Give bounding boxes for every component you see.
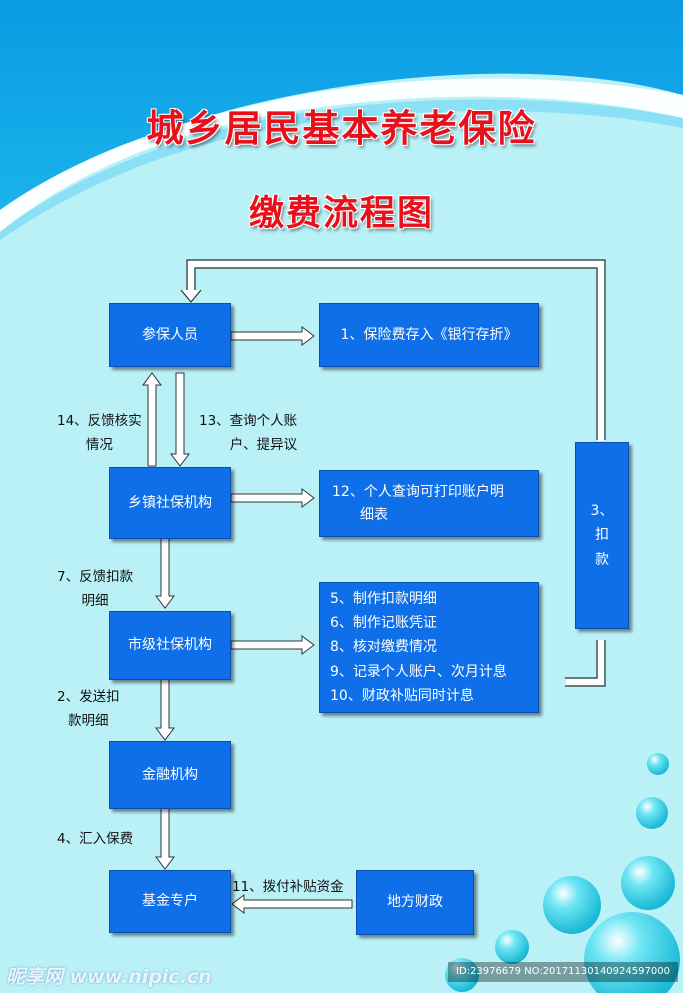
label-remit: 4、汇入保费 bbox=[57, 831, 134, 847]
city-task-item: 8、核对缴费情况 bbox=[330, 639, 437, 656]
node-finance: 金融机构 bbox=[109, 741, 231, 809]
node-city-label: 市级社保机构 bbox=[128, 637, 212, 654]
node-local-finance: 地方财政 bbox=[356, 870, 474, 935]
node-query-print: 12、个人查询可打印账户明 细表 bbox=[319, 470, 539, 537]
node-query-print-line1: 12、个人查询可打印账户明 bbox=[332, 484, 504, 501]
node-local-finance-label: 地方财政 bbox=[387, 894, 443, 911]
node-finance-label: 金融机构 bbox=[142, 766, 198, 783]
city-task-item: 9、记录个人账户、次月计息 bbox=[330, 663, 507, 680]
watermark-id: ID:23976679 NO:20171130140924597000 bbox=[448, 962, 678, 982]
label-feedback-deduct-line1: 7、反馈扣款 bbox=[57, 569, 134, 585]
label-send-deduct-line1: 2、发送扣 bbox=[57, 689, 120, 705]
node-fund-account: 基金专户 bbox=[109, 870, 231, 933]
page-title: 城乡居民基本养老保险 bbox=[146, 107, 537, 150]
label-feedback-deduct-line2: 明细 bbox=[81, 592, 109, 609]
page-subtitle: 缴费流程图 bbox=[248, 194, 434, 234]
node-township-label: 乡镇社保机构 bbox=[128, 494, 212, 511]
node-deduct-line1: 3、 bbox=[590, 502, 614, 519]
label-feedback-verify: 14、反馈核实 情况 bbox=[57, 410, 142, 457]
label-subsidy: 11、拨付补贴资金 bbox=[232, 879, 344, 895]
node-city: 市级社保机构 bbox=[109, 611, 231, 680]
node-deduct: 3、 扣 款 bbox=[575, 442, 629, 629]
node-deduct-line2: 扣 bbox=[594, 527, 609, 544]
label-query-account-line2: 户、提异议 bbox=[229, 436, 298, 453]
city-task-item: 6、制作记账凭证 bbox=[330, 615, 437, 632]
node-deposit: 1、保险费存入《银行存折》 bbox=[319, 303, 539, 367]
node-city-tasks: 5、制作扣款明细 6、制作记账凭证 8、核对缴费情况 9、记录个人账户、次月计息… bbox=[319, 582, 539, 713]
node-deduct-line3: 款 bbox=[594, 551, 609, 568]
node-fund-account-label: 基金专户 bbox=[142, 893, 198, 910]
watermark-logo: 昵享网 www.nipic.cn bbox=[6, 966, 212, 988]
city-task-item: 10、财政补贴同时计息 bbox=[330, 687, 474, 704]
bubble-decoration bbox=[445, 753, 680, 993]
label-feedback-deduct: 7、反馈扣款 明细 bbox=[57, 566, 133, 613]
node-query-print-line2: 细表 bbox=[360, 506, 388, 523]
city-task-item: 5、制作扣款明细 bbox=[330, 591, 437, 608]
label-send-deduct: 2、发送扣 款明细 bbox=[57, 686, 120, 733]
label-query-account: 13、查询个人账 户、提异议 bbox=[199, 410, 297, 457]
node-deposit-label: 1、保险费存入《银行存折》 bbox=[340, 326, 518, 343]
label-feedback-verify-line2: 情况 bbox=[85, 436, 113, 453]
label-feedback-verify-line1: 14、反馈核实 bbox=[57, 413, 142, 429]
node-insured: 参保人员 bbox=[109, 303, 231, 367]
label-query-account-line1: 13、查询个人账 bbox=[199, 413, 298, 429]
node-insured-label: 参保人员 bbox=[142, 326, 198, 343]
node-township: 乡镇社保机构 bbox=[109, 467, 231, 539]
label-send-deduct-line2: 款明细 bbox=[68, 712, 109, 729]
flow-arrows bbox=[142, 326, 353, 914]
